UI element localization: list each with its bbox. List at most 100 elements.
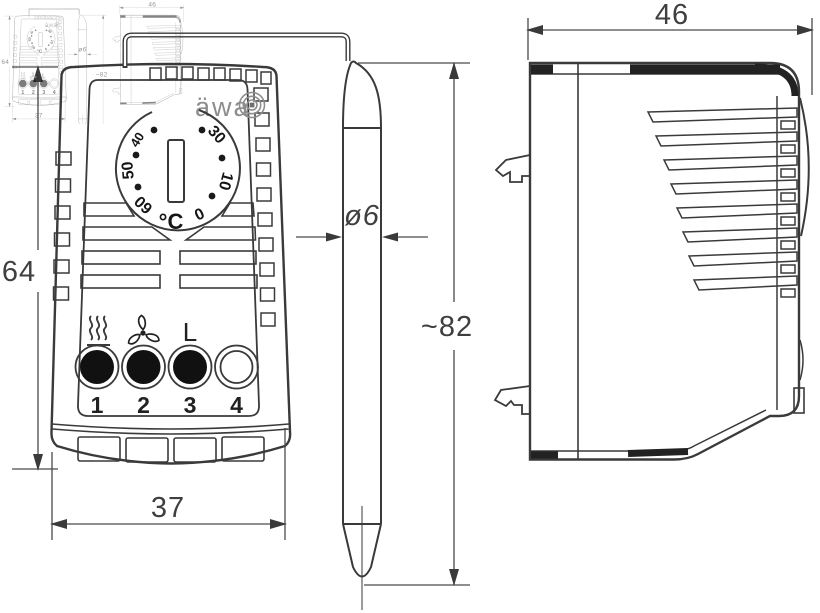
louver-fin	[687, 251, 798, 267]
louver-fin	[681, 227, 798, 243]
vent-slot	[255, 162, 272, 177]
louver-fin	[692, 275, 798, 291]
fin-support	[780, 120, 796, 130]
vent-slot	[52, 286, 70, 301]
dimension-depth-label: 46	[655, 0, 689, 31]
vent-slot	[197, 67, 210, 81]
terminal-symbols: L	[87, 314, 197, 347]
heater-coils-icon	[87, 315, 110, 346]
fin-support	[780, 264, 796, 274]
probe-dome	[342, 60, 382, 129]
louver-fin	[675, 203, 798, 219]
bottom-edge-slots	[531, 447, 689, 459]
terminal-4-label: 4	[230, 392, 243, 418]
mounting-clip-bottom	[493, 385, 531, 415]
dial-scale-dots	[132, 126, 226, 200]
mounting-clip-top	[494, 154, 531, 183]
dimension-width-label: 37	[151, 492, 185, 524]
vent-slats	[80, 202, 258, 289]
vent-slat	[80, 274, 161, 289]
target-rings-icon	[238, 91, 266, 119]
vent-slot	[54, 178, 72, 193]
vent-slat	[82, 226, 173, 241]
side-outline	[528, 61, 801, 461]
dial-number-40: 40	[127, 130, 147, 150]
base-cutout	[125, 437, 169, 463]
terminal-1: 1	[74, 344, 120, 418]
dial-number-30: 30	[204, 123, 229, 148]
dimension-height-label: 64	[2, 256, 36, 288]
dimension-probe-diameter-label: ø6	[344, 200, 380, 232]
vent-slat	[83, 202, 136, 217]
base-cutout	[221, 436, 265, 462]
vent-slot	[165, 66, 178, 80]
fin-support	[780, 144, 796, 154]
louver-fins	[646, 107, 798, 298]
vent-slot	[260, 312, 276, 327]
vent-slot	[181, 66, 194, 80]
inset-thumbnail	[0, 0, 185, 124]
dimension-width: 37	[50, 428, 287, 540]
vent-slot	[259, 262, 275, 277]
louver-fin	[669, 179, 798, 195]
vent-grid-top	[149, 66, 272, 85]
dial-number-10: 10	[215, 170, 236, 192]
dial-number-0: 0	[191, 203, 206, 222]
louver-fin	[646, 107, 798, 123]
vent-slot	[229, 68, 242, 82]
vent-grid-right	[253, 87, 276, 327]
base-cutout	[173, 437, 217, 463]
vent-slat	[81, 250, 161, 265]
fan-icon	[127, 314, 160, 345]
dial-adjust-slot	[167, 139, 185, 203]
terminal-2-label: 2	[137, 392, 150, 418]
louver-fin	[662, 155, 798, 171]
vent-slot	[260, 71, 272, 85]
vent-slot	[255, 137, 271, 152]
front-face-outline	[77, 79, 260, 417]
back-clip-spring	[799, 97, 810, 237]
dimension-depth: 46	[526, 0, 814, 95]
vent-slot	[245, 69, 258, 83]
vent-slot	[259, 287, 276, 302]
terminal-2: 2	[121, 344, 166, 418]
capillary-tube	[122, 32, 351, 68]
vent-slot	[54, 205, 71, 220]
back-latch-detail	[799, 339, 804, 381]
vent-slot	[257, 212, 273, 227]
terminal-3: 3	[167, 344, 213, 418]
dimension-probe-length-label: ~82	[421, 311, 473, 343]
vent-slot	[55, 151, 72, 166]
vent-grid-left	[52, 151, 72, 301]
base-rail	[51, 423, 290, 463]
fin-support	[780, 216, 796, 226]
vent-slot	[213, 67, 226, 81]
base-cutout	[77, 436, 121, 462]
line-terminal-label: L	[183, 317, 197, 347]
terminal-block: 1 2 3 4	[74, 344, 259, 418]
sensor-probe	[342, 60, 382, 610]
fin-support	[780, 192, 796, 202]
terminal-3-label: 3	[184, 392, 197, 418]
dial-number-50: 50	[119, 161, 137, 180]
fin-support	[780, 168, 796, 178]
vent-slot	[53, 259, 70, 274]
vent-slot	[254, 112, 270, 127]
top-edge-slots	[531, 64, 780, 74]
housing-outline	[50, 62, 292, 465]
terminal-4: 4	[214, 344, 259, 418]
vent-slot	[149, 67, 162, 81]
fin-support	[780, 288, 796, 298]
dial-unit-label: °C	[159, 209, 184, 234]
back-latch	[793, 387, 805, 414]
brand-logo: äwa	[195, 91, 266, 122]
dimension-height: 64	[2, 65, 58, 471]
vent-slat	[220, 202, 255, 217]
vent-slot	[258, 237, 274, 252]
vent-slot	[253, 87, 269, 102]
dimension-probe-diameter: ø6	[296, 200, 428, 242]
dimension-probe-length: ~82	[358, 62, 473, 586]
